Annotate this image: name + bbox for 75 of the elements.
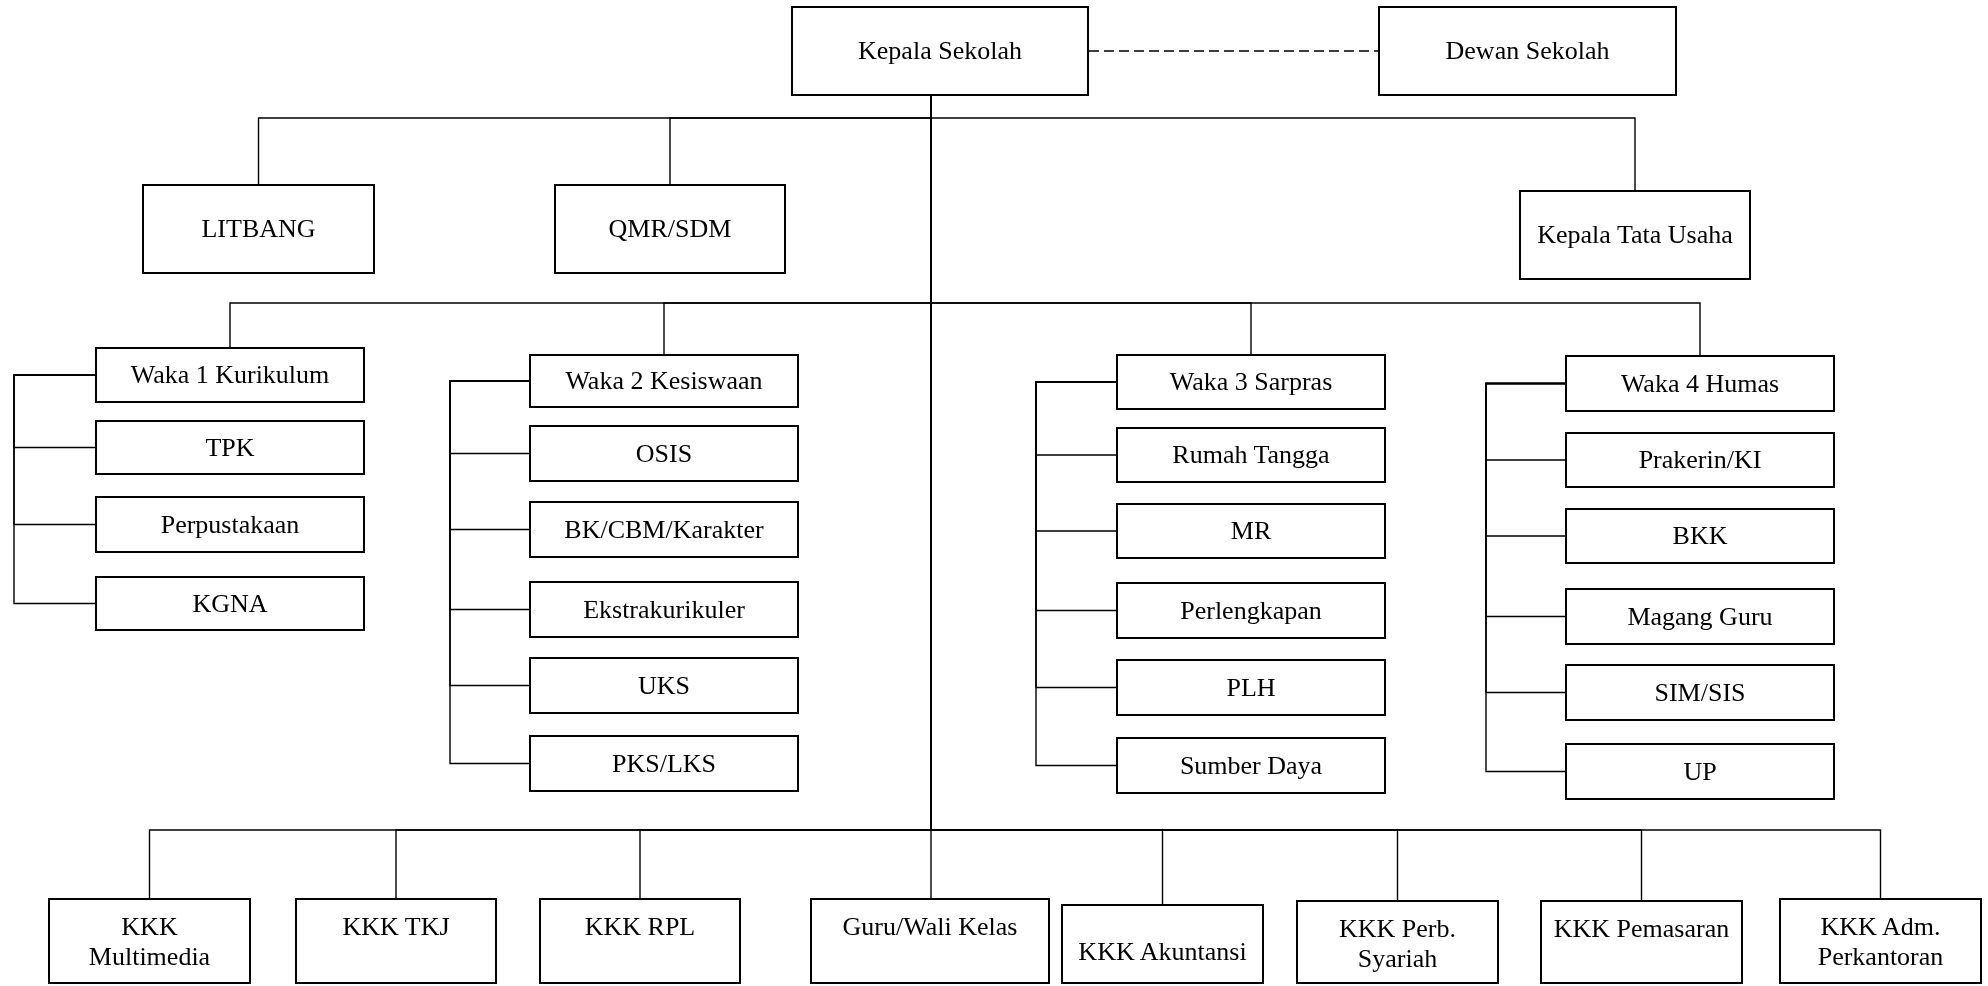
- org-box: [95, 420, 365, 475]
- box-label: KKK Perb. Syariah: [1338, 914, 1457, 974]
- box-label: Waka 4 Humas: [1620, 368, 1780, 399]
- org-box: [95, 576, 365, 631]
- org-box: [1116, 427, 1386, 483]
- org-box: [1378, 6, 1677, 96]
- box-label: PLH: [1226, 672, 1276, 703]
- box-label: KGNA: [192, 588, 268, 619]
- org-box: [529, 657, 799, 714]
- box-label: Magang Guru: [1627, 601, 1773, 632]
- org-box: [529, 581, 799, 638]
- box-label: PKS/LKS: [611, 748, 716, 779]
- box-label: Waka 2 Kesiswaan: [565, 366, 763, 396]
- org-box: [1540, 900, 1743, 984]
- org-box: [529, 501, 799, 558]
- org-box: [529, 735, 799, 792]
- box-label: Kepala Sekolah: [858, 36, 1022, 66]
- org-box: [1779, 898, 1982, 984]
- box-label: Prakerin/KI: [1638, 445, 1762, 475]
- connector-line: [1035, 381, 1117, 767]
- org-box: [791, 6, 1089, 96]
- org-box: [1116, 582, 1386, 639]
- connector-line: [1485, 382, 1566, 773]
- box-label: Perpustakaan: [160, 509, 300, 540]
- dashed-connector: [1088, 50, 1379, 52]
- box-label: KKK Pemasaran: [1553, 914, 1730, 944]
- box-label: UP: [1683, 756, 1717, 787]
- box-label: BK/CBM/Karakter: [564, 514, 764, 545]
- org-box: [1116, 354, 1386, 410]
- box-label: Guru/Wali Kelas: [842, 912, 1018, 942]
- org-box: [1565, 355, 1835, 412]
- box-label: OSIS: [635, 438, 693, 469]
- box-label: KKK Adm. Perkantoran: [1816, 912, 1945, 972]
- org-box: [1565, 664, 1835, 721]
- box-label: MR: [1230, 516, 1272, 546]
- org-box: [1116, 659, 1386, 716]
- org-box: [1565, 508, 1835, 564]
- org-box: [48, 898, 251, 984]
- box-label: Ekstrakurikuler: [583, 594, 745, 625]
- box-label: SIM/SIS: [1654, 677, 1746, 708]
- org-box: [1296, 900, 1499, 984]
- org-box: [142, 184, 375, 274]
- org-box: [295, 898, 497, 984]
- org-box: [539, 898, 741, 984]
- box-label: Waka 3 Sarpras: [1169, 367, 1333, 397]
- box-label: QMR/SDM: [608, 214, 732, 244]
- box-label: BKK: [1672, 521, 1728, 551]
- box-label: KKK TKJ: [342, 912, 450, 942]
- box-label: Waka 1 Kurikulum: [130, 360, 330, 390]
- org-box: [1565, 432, 1835, 488]
- connector-line: [13, 374, 96, 605]
- box-label: Dewan Sekolah: [1445, 36, 1610, 66]
- box-label: Sumber Daya: [1179, 750, 1323, 781]
- box-label: LITBANG: [201, 214, 316, 244]
- box-label: Perlengkapan: [1180, 595, 1322, 626]
- org-box: [1116, 737, 1386, 794]
- box-label: KKK RPL: [584, 912, 696, 942]
- org-box: [1061, 904, 1264, 984]
- org-box: [1565, 588, 1835, 645]
- box-label: KKK Akuntansi: [1078, 937, 1247, 967]
- org-box: [554, 184, 786, 274]
- box-label: Kepala Tata Usaha: [1537, 220, 1733, 250]
- org-box: [1116, 503, 1386, 559]
- box-label: Rumah Tangga: [1172, 440, 1330, 470]
- org-box: [95, 496, 365, 553]
- org-box: [1519, 190, 1751, 280]
- connector-line: [449, 380, 530, 765]
- box-label: KKK Multimedia: [87, 912, 212, 972]
- box-label: UKS: [638, 670, 690, 701]
- org-box: [810, 898, 1050, 984]
- box-label: TPK: [205, 432, 255, 463]
- org-box: [529, 354, 799, 408]
- org-box: [529, 425, 799, 482]
- org-box: [1565, 743, 1835, 800]
- org-box: [95, 347, 365, 403]
